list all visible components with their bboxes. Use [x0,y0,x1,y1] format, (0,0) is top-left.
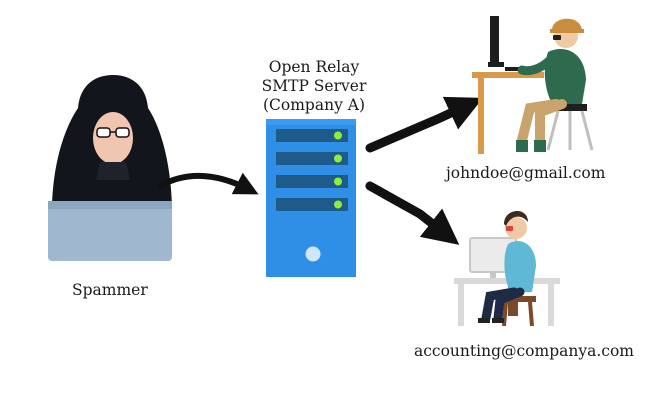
spammer-glasses-icon [96,127,130,138]
recipient-johndoe-email: johndoe@gmail.com [446,164,606,182]
server-title-line-3: (Company A) [262,96,365,114]
arrow-server-to-johndoe [365,96,484,153]
server-title: Open Relay SMTP Server (Company A) [248,58,380,115]
spammer-label: Spammer [72,281,148,299]
spammer-laptop-icon [48,201,172,261]
recipient-accounting-email: accounting@companya.com [414,342,634,360]
server-tower [266,119,356,277]
arrow-spammer-to-server [157,172,259,195]
server-power-icon [305,246,321,262]
monitor-icon [490,16,499,62]
spammer-figure [48,75,172,261]
server-title-line-2: SMTP Server [261,77,367,95]
arrow-server-to-accounting [365,181,460,245]
recipient-accounting-figure [454,210,560,327]
server-title-line-1: Open Relay [268,58,360,76]
recipient-johndoe-figure [472,16,594,154]
spammer-face [93,112,133,164]
